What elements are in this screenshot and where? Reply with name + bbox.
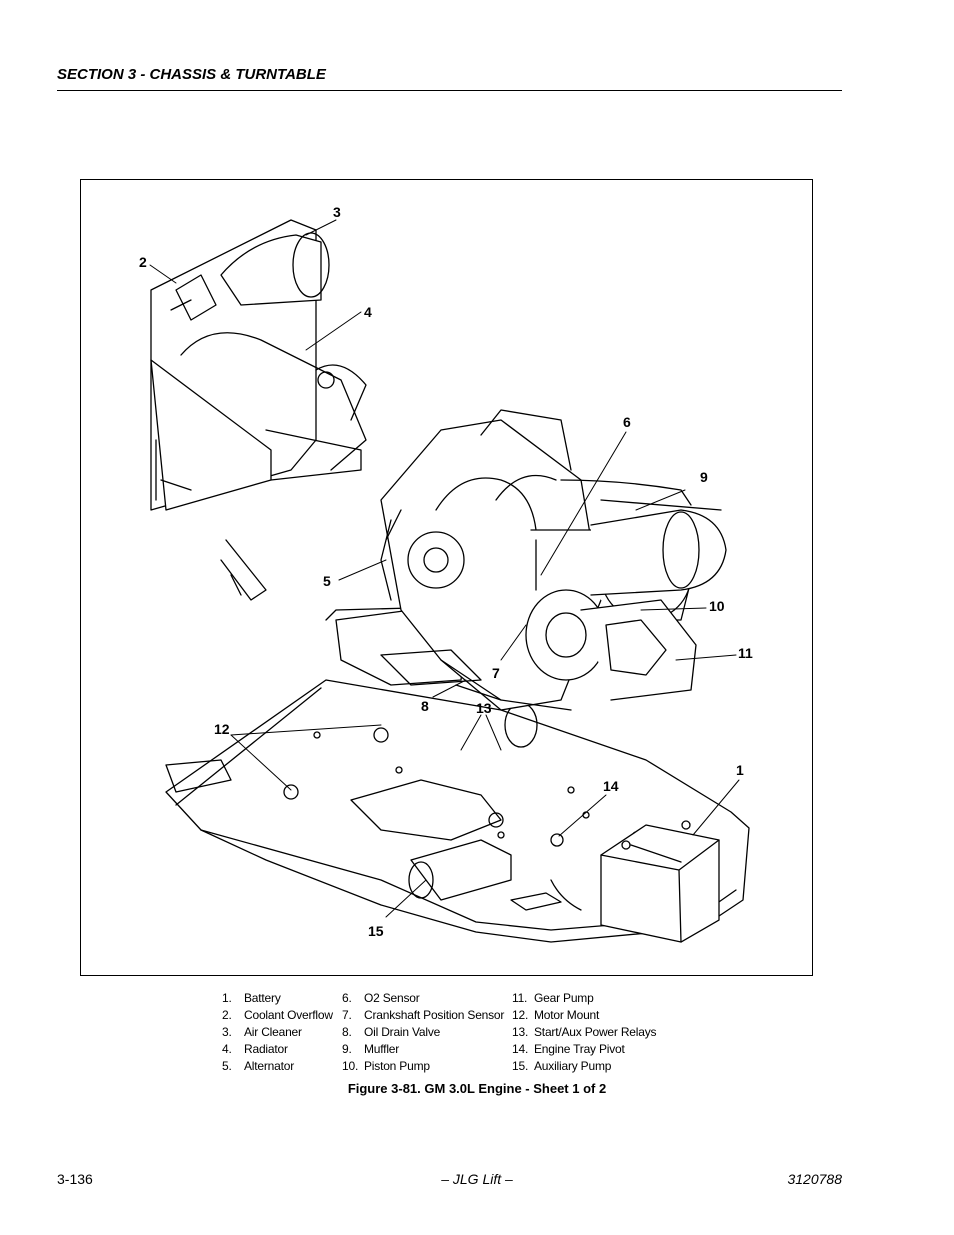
publisher-name: – JLG Lift – [441, 1171, 513, 1187]
callout-14: 14 [603, 778, 619, 794]
battery [600, 820, 720, 943]
muffler [590, 509, 727, 596]
header-rule [57, 90, 842, 91]
auxiliary-pump [408, 839, 582, 911]
legend-column-3: 11.Gear Pump 12.Motor Mount 13.Start/Aux… [512, 990, 657, 1075]
document-number: 3120788 [787, 1171, 842, 1187]
legend-item: 12.Motor Mount [512, 1008, 600, 1022]
callout-3: 3 [333, 204, 341, 220]
callout-6: 6 [623, 414, 631, 430]
callout-7: 7 [492, 665, 500, 681]
callout-10: 10 [709, 598, 725, 614]
figure-caption: Figure 3-81. GM 3.0L Engine - Sheet 1 of… [347, 1081, 607, 1096]
callout-8: 8 [421, 698, 429, 714]
callout-13: 13 [476, 700, 492, 716]
legend-item: 11.Gear Pump [512, 991, 594, 1005]
legend-item: 4.Radiator [222, 1042, 288, 1056]
leader-lines [149, 219, 740, 918]
callout-4: 4 [364, 304, 372, 320]
legend-item: 9.Muffler [342, 1042, 400, 1056]
engine-figure: 1 2 3 4 5 6 7 8 9 10 11 12 13 14 15 [80, 179, 813, 976]
legend-column-2: 6.O2 Sensor 7.Crankshaft Position Sensor… [342, 990, 504, 1075]
callout-9: 9 [700, 469, 708, 485]
legend-item: 3.Air Cleaner [222, 1025, 302, 1039]
legend-item: 1.Battery [222, 991, 281, 1005]
callout-2: 2 [139, 254, 147, 270]
legend-item: 7.Crankshaft Position Sensor [342, 1008, 505, 1022]
page-number: 3-136 [57, 1171, 93, 1187]
callout-11: 11 [738, 645, 753, 661]
legend-item: 8.Oil Drain Valve [342, 1025, 441, 1039]
legend-item: 5.Alternator [222, 1059, 295, 1073]
callout-5: 5 [323, 573, 331, 589]
legend-item: 15.Auxiliary Pump [512, 1059, 612, 1073]
legend-item: 10.Piston Pump [342, 1059, 430, 1073]
callout-1: 1 [736, 762, 744, 778]
legend-item: 14.Engine Tray Pivot [512, 1042, 625, 1056]
legend-item: 13.Start/Aux Power Relays [512, 1025, 657, 1039]
radiator-assembly [150, 219, 367, 601]
section-title: SECTION 3 - CHASSIS & TURNTABLE [57, 66, 326, 83]
legend-item: 6.O2 Sensor [342, 991, 420, 1005]
callout-12: 12 [214, 721, 230, 737]
legend-item: 2.Coolant Overflow [222, 1008, 333, 1022]
engine-illustration [149, 219, 750, 943]
legend-column-1: 1.Battery 2.Coolant Overflow 3.Air Clean… [222, 990, 333, 1075]
callout-15: 15 [368, 923, 384, 939]
